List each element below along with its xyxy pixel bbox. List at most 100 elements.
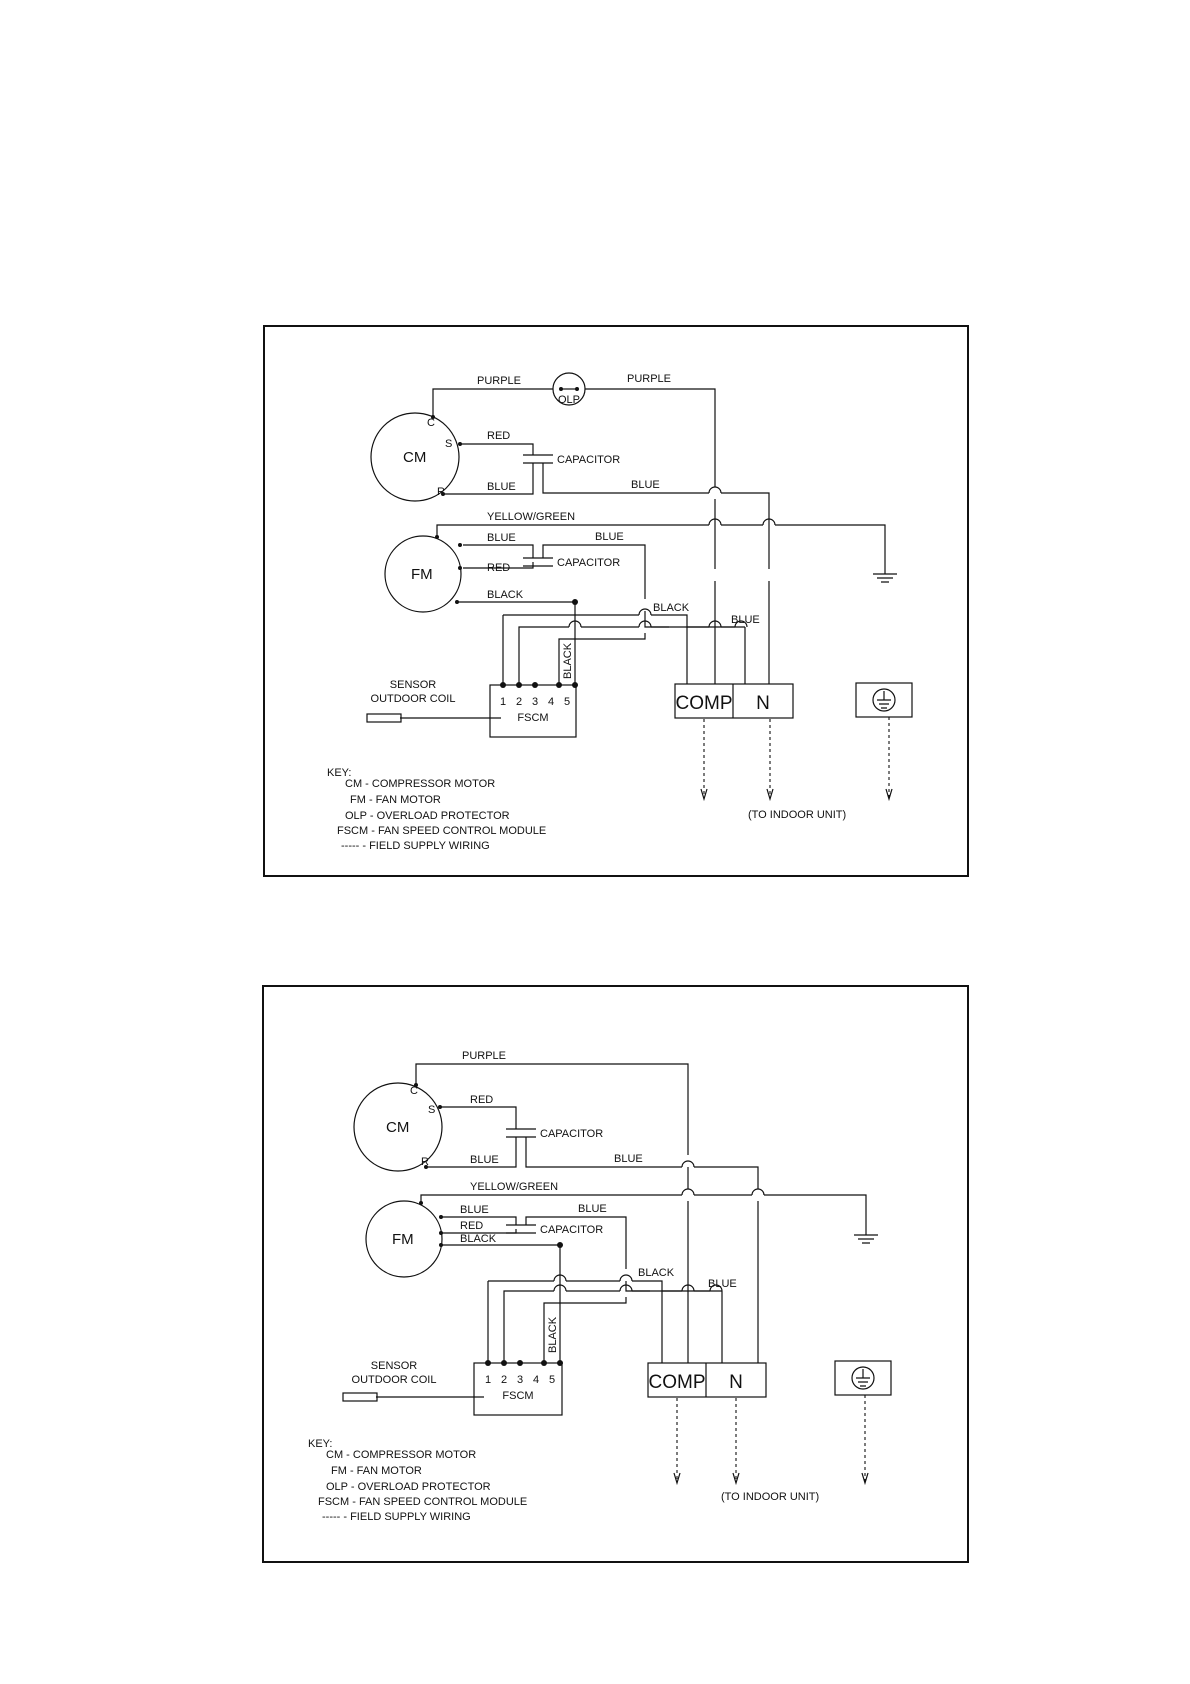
sensor-label-line1-2: OUTDOOR COIL <box>352 1374 437 1386</box>
field-supply-lines-1 <box>700 717 893 802</box>
wire-label-cm-red-2: RED <box>470 1094 493 1106</box>
terminal-c-label: C <box>427 417 435 429</box>
cm-label: CM <box>403 449 426 466</box>
fscm-module: 1 2 3 4 5 FSCM <box>489 682 578 738</box>
wire-label-fm-blue-right-2: BLUE <box>578 1203 607 1215</box>
fscm-pin-2-2: 2 <box>501 1374 507 1386</box>
key-item-field-2: ----- - FIELD SUPPLY WIRING <box>322 1511 471 1523</box>
olp-label: OLP <box>558 394 580 406</box>
key-title-2: KEY: <box>308 1438 332 1450</box>
wire-label-fm-black: BLACK <box>487 589 524 601</box>
fscm-label: FSCM <box>517 712 548 724</box>
fscm-pin-5: 5 <box>564 696 570 708</box>
wire-labels-1: PURPLE PURPLE RED BLUE BLUE YELLOW/GREEN… <box>477 373 760 679</box>
compressor-motor-2: CM C S R <box>353 1082 443 1172</box>
capacitor-2: CAPACITOR <box>523 557 620 569</box>
capacitor-1: CAPACITOR <box>523 454 620 466</box>
wire-crossovers-1 <box>568 486 776 628</box>
wiring-diagram-2: CM C S R CAPACITOR FM CAPACITOR PURPLE R… <box>262 985 969 1563</box>
wire-label-yellow-green: YELLOW/GREEN <box>487 511 575 523</box>
junction-dot-2 <box>557 1242 563 1248</box>
fscm-pin-1: 1 <box>500 696 506 708</box>
key-item-fscm-2: FSCM - FAN SPEED CONTROL MODULE <box>318 1496 527 1508</box>
capacitor-label-1: CAPACITOR <box>557 454 620 466</box>
junction-dot-1 <box>572 599 578 605</box>
fscm-pin-3-2: 3 <box>517 1374 523 1386</box>
wiring-diagram-1: OLP CM C S R CAPACITOR FM CAPACITOR PURP… <box>263 325 969 877</box>
field-supply-lines-2 <box>673 1395 869 1486</box>
terminal-comp-label: COMP <box>676 693 733 714</box>
key-item-field: ----- - FIELD SUPPLY WIRING <box>341 840 490 852</box>
wires-1 <box>400 388 897 719</box>
wire-label-cm-blue-2: BLUE <box>470 1154 499 1166</box>
earth-terminal-2 <box>834 1360 892 1396</box>
capacitor-label-2: CAPACITOR <box>557 557 620 569</box>
fscm-pin-5-2: 5 <box>549 1374 555 1386</box>
key-item-fm: FM - FAN MOTOR <box>350 794 441 806</box>
wire-label-fm-red: RED <box>487 562 510 574</box>
wire-label-fm-blue-right: BLUE <box>595 531 624 543</box>
terminal-block: COMP N <box>674 683 794 719</box>
terminal-s-label-2: S <box>428 1104 435 1116</box>
wire-label-black-vertical: BLACK <box>562 642 574 679</box>
key-item-fm-2: FM - FAN MOTOR <box>331 1465 422 1477</box>
key-item-olp-2: OLP - OVERLOAD PROTECTOR <box>326 1481 491 1493</box>
wire-crossovers-2 <box>553 1160 765 1292</box>
outdoor-coil-sensor: OUTDOOR COIL SENSOR <box>366 679 456 723</box>
wire-label-purple-left: PURPLE <box>477 375 521 387</box>
capacitor-label-2-1: CAPACITOR <box>540 1128 603 1140</box>
terminal-comp-label-2: COMP <box>649 1372 706 1393</box>
wiring-diagram-2-svg: CM C S R CAPACITOR FM CAPACITOR PURPLE R… <box>308 1050 892 1523</box>
fan-motor: FM <box>384 535 462 613</box>
wire-label-cm-red: RED <box>487 430 510 442</box>
terminal-s-label: S <box>445 438 452 450</box>
earth-terminal <box>855 682 913 718</box>
wires-2 <box>376 1063 878 1398</box>
wire-label-black-mid: BLACK <box>653 602 690 614</box>
fscm-pin-3: 3 <box>532 696 538 708</box>
key-item-olp: OLP - OVERLOAD PROTECTOR <box>345 810 510 822</box>
capacitor-label-2-2: CAPACITOR <box>540 1224 603 1236</box>
key-item-cm: CM - COMPRESSOR MOTOR <box>345 778 495 790</box>
compressor-motor: CM C S R <box>370 412 462 502</box>
wire-label-purple: PURPLE <box>462 1050 506 1062</box>
fscm-module-2: 1 2 3 4 5 FSCM <box>473 1360 563 1416</box>
wire-label-black-vertical-2: BLACK <box>547 1316 559 1353</box>
terminal-block-2: COMP N <box>647 1362 767 1398</box>
sensor-label-line2-2: SENSOR <box>371 1360 418 1372</box>
to-indoor-unit-label: (TO INDOOR UNIT) <box>748 809 846 821</box>
fm-label: FM <box>411 566 433 583</box>
terminal-c-label-2: C <box>410 1085 418 1097</box>
wire-label-black-mid-2: BLACK <box>638 1267 675 1279</box>
sensor-label-line1: OUTDOOR COIL <box>371 693 456 705</box>
wiring-diagram-1-svg: OLP CM C S R CAPACITOR FM CAPACITOR PURP… <box>327 372 913 852</box>
fscm-pin-4-2: 4 <box>533 1374 539 1386</box>
wire-label-blue-terminal-2: BLUE <box>708 1278 737 1290</box>
wire-labels-2: PURPLE RED BLUE BLUE YELLOW/GREEN BLUE B… <box>460 1050 737 1353</box>
terminal-r-label: R <box>437 486 445 498</box>
capacitor-2-1: CAPACITOR <box>506 1128 603 1140</box>
olp-component: OLP <box>552 372 586 406</box>
cm-label-2: CM <box>386 1119 409 1136</box>
sensor-label-line2: SENSOR <box>390 679 437 691</box>
fscm-pin-2: 2 <box>516 696 522 708</box>
key-item-fscm: FSCM - FAN SPEED CONTROL MODULE <box>337 825 546 837</box>
wire-label-cm-blue-long: BLUE <box>631 479 660 491</box>
terminal-n-label-2: N <box>729 1372 743 1393</box>
wire-label-purple-right: PURPLE <box>627 373 671 385</box>
capacitor-2-2: CAPACITOR <box>506 1224 603 1236</box>
terminal-n-label: N <box>756 693 770 714</box>
fm-label-2: FM <box>392 1231 414 1248</box>
wire-label-fm-black-2: BLACK <box>460 1233 497 1245</box>
key-title: KEY: <box>327 767 351 779</box>
key-item-cm-2: CM - COMPRESSOR MOTOR <box>326 1449 476 1461</box>
fan-motor-2: FM <box>365 1200 443 1278</box>
fscm-pin-4: 4 <box>548 696 554 708</box>
wire-label-fm-blue-2: BLUE <box>460 1204 489 1216</box>
key-legend-1: KEY: CM - COMPRESSOR MOTOR FM - FAN MOTO… <box>327 767 546 852</box>
wire-label-cm-blue-long-2: BLUE <box>614 1153 643 1165</box>
wire-label-fm-red-2: RED <box>460 1220 483 1232</box>
wire-label-blue-terminal: BLUE <box>731 614 760 626</box>
to-indoor-unit-label-2: (TO INDOOR UNIT) <box>721 1491 819 1503</box>
terminal-r-label-2: R <box>421 1156 429 1168</box>
